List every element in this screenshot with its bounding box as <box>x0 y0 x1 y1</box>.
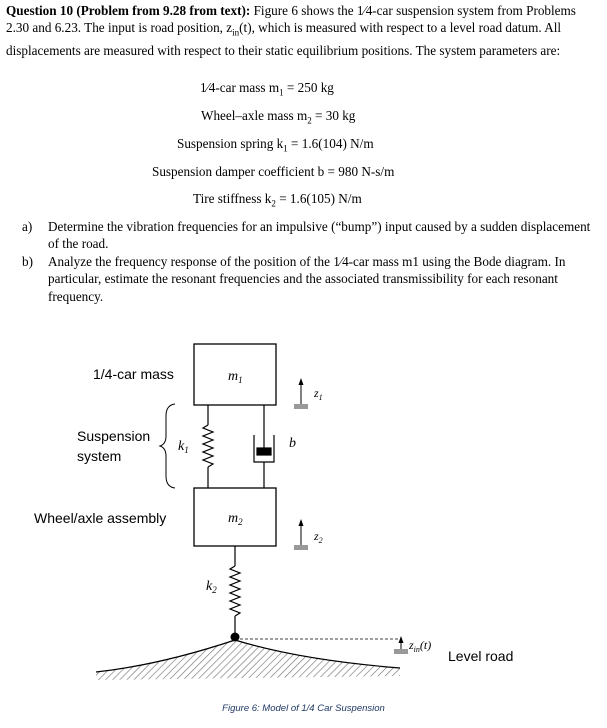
spring-k2-label: k2 <box>206 579 217 595</box>
displacement-z1-label: z1 <box>313 386 323 402</box>
road-profile <box>95 639 401 673</box>
task-b-label: b) <box>22 253 33 269</box>
spring-k2 <box>228 546 242 634</box>
task-b: b) Analyze the frequency response of the… <box>22 253 597 305</box>
mass-m2-label: m2 <box>228 511 243 527</box>
wheel-axle-label: Wheel/axle assembly <box>34 510 166 526</box>
param-car-mass: 1⁄4-car mass m1 = 250 kg <box>200 80 334 98</box>
figure-caption: Figure 6: Model of 1/4 Car Suspension <box>222 703 385 714</box>
suspension-brace <box>158 403 176 489</box>
damper-b <box>253 405 275 488</box>
car-mass-label: 1/4-car mass <box>93 366 174 382</box>
spring-k1 <box>201 405 215 488</box>
mass-m2-block <box>193 487 277 547</box>
displacement-z2-label: z2 <box>313 529 323 545</box>
tire-contact-point <box>230 632 240 642</box>
zin-subscript: in <box>232 28 240 39</box>
task-a: a) Determine the vibration frequencies f… <box>22 218 597 253</box>
task-b-text: Analyze the frequency response of the po… <box>48 253 566 304</box>
param-tire-stiffness: Tire stiffness k2 = 1.6(105) N/m <box>193 191 362 209</box>
question-intro-cont: (t), which is measured with respect to a… <box>6 20 562 59</box>
spring-k1-label: k1 <box>178 439 189 455</box>
suspension-label-line2: system <box>77 448 121 464</box>
question-heading: Question 10 (Problem from 9.28 from text… <box>6 3 251 18</box>
damper-b-label: b <box>289 436 296 451</box>
road-surface <box>96 640 400 680</box>
mass-m1-label: m1 <box>228 369 243 385</box>
input-zin-label: zin(t) <box>408 638 431 654</box>
input-zin-arrow <box>394 636 408 654</box>
displacement-z1-arrow <box>294 378 308 409</box>
displacement-z2-arrow <box>294 519 308 550</box>
param-wheel-mass: Wheel–axle mass m2 = 30 kg <box>201 108 356 126</box>
param-damper: Suspension damper coefficient b = 980 N-… <box>152 164 395 179</box>
question-paragraph: Question 10 (Problem from 9.28 from text… <box>6 2 602 60</box>
task-a-label: a) <box>22 219 33 234</box>
param-spring: Suspension spring k1 = 1.6(104) N/m <box>177 136 374 154</box>
level-road-label: Level road <box>448 648 513 664</box>
task-list: a) Determine the vibration frequencies f… <box>22 218 597 305</box>
question-intro: Figure 6 shows the 1⁄4-car suspension sy… <box>6 3 576 36</box>
task-a-text: Determine the vibration frequencies for … <box>48 219 591 252</box>
suspension-label-line1: Suspension <box>77 428 150 444</box>
mass-m1-block <box>193 343 277 406</box>
